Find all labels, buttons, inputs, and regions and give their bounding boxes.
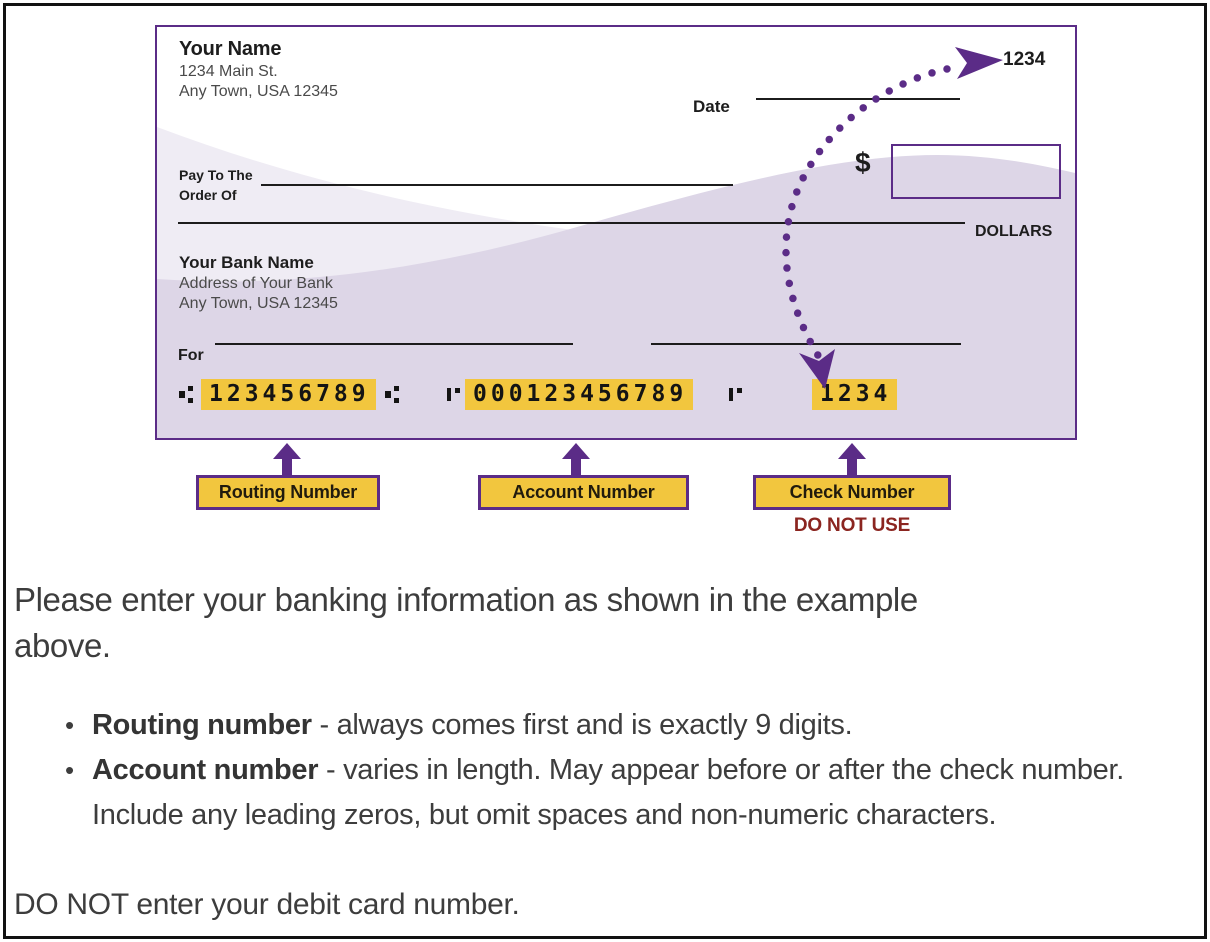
micr-on-us-symbol (729, 388, 742, 401)
debit-card-warning: DO NOT enter your debit card number. (14, 888, 520, 921)
payer-address-line2: Any Town, USA 12345 (179, 83, 338, 100)
instruction-list: Routing number - always comes first and … (65, 703, 1146, 838)
signature-blank-line (651, 343, 961, 345)
date-label: Date (693, 97, 730, 116)
account-pointer-arrow-icon (562, 443, 590, 476)
bank-name: Your Bank Name (179, 253, 314, 272)
micr-routing-number: 123456789 (201, 379, 376, 410)
do-not-use-warning: DO NOT USE (793, 515, 911, 536)
sample-check-image: Your Name 1234 Main St. Any Town, USA 12… (155, 25, 1077, 440)
check-number-callout: Check Number (753, 475, 951, 510)
account-bullet: Account number - varies in length. May a… (65, 748, 1146, 838)
account-bullet-text: - varies in length. May appear before or… (92, 754, 1125, 831)
bank-address-line2: Any Town, USA 12345 (179, 295, 338, 312)
micr-transit-symbol (385, 386, 399, 403)
account-number-callout: Account Number (478, 475, 689, 510)
dollars-label: DOLLARS (975, 223, 1053, 240)
dollar-sign: $ (855, 147, 871, 178)
payer-address-line1: 1234 Main St. (179, 63, 278, 80)
for-label: For (178, 347, 204, 364)
order-of-label: Order Of (179, 187, 237, 203)
bank-address-line1: Address of Your Bank (179, 275, 333, 292)
amount-box (891, 144, 1061, 199)
micr-on-us-symbol (447, 388, 460, 401)
payer-name: Your Name (179, 38, 282, 60)
routing-bullet-text: - always comes first and is exactly 9 di… (311, 709, 853, 741)
payee-blank-line (261, 184, 733, 186)
check-pointer-arrow-icon (838, 443, 866, 476)
date-blank-line (756, 98, 960, 100)
check-number-top: 1234 (1003, 49, 1046, 70)
routing-number-callout: Routing Number (196, 475, 380, 510)
routing-pointer-arrow-icon (273, 443, 301, 476)
routing-bullet-term: Routing number (92, 709, 312, 741)
micr-account-number: 000123456789 (465, 379, 694, 410)
help-panel: Your Name 1234 Main St. Any Town, USA 12… (3, 3, 1207, 939)
pay-to-the-label: Pay To The (179, 167, 253, 183)
intro-line2: above. (14, 627, 111, 664)
amount-words-blank-line (178, 222, 965, 224)
intro-line1: Please enter your banking information as… (14, 581, 918, 618)
micr-check-number: 1234 (812, 379, 898, 410)
account-bullet-term: Account number (92, 754, 319, 786)
routing-bullet: Routing number - always comes first and … (65, 703, 1146, 748)
memo-blank-line (215, 343, 573, 345)
intro-paragraph: Please enter your banking information as… (14, 577, 1194, 669)
micr-transit-symbol (179, 386, 193, 403)
